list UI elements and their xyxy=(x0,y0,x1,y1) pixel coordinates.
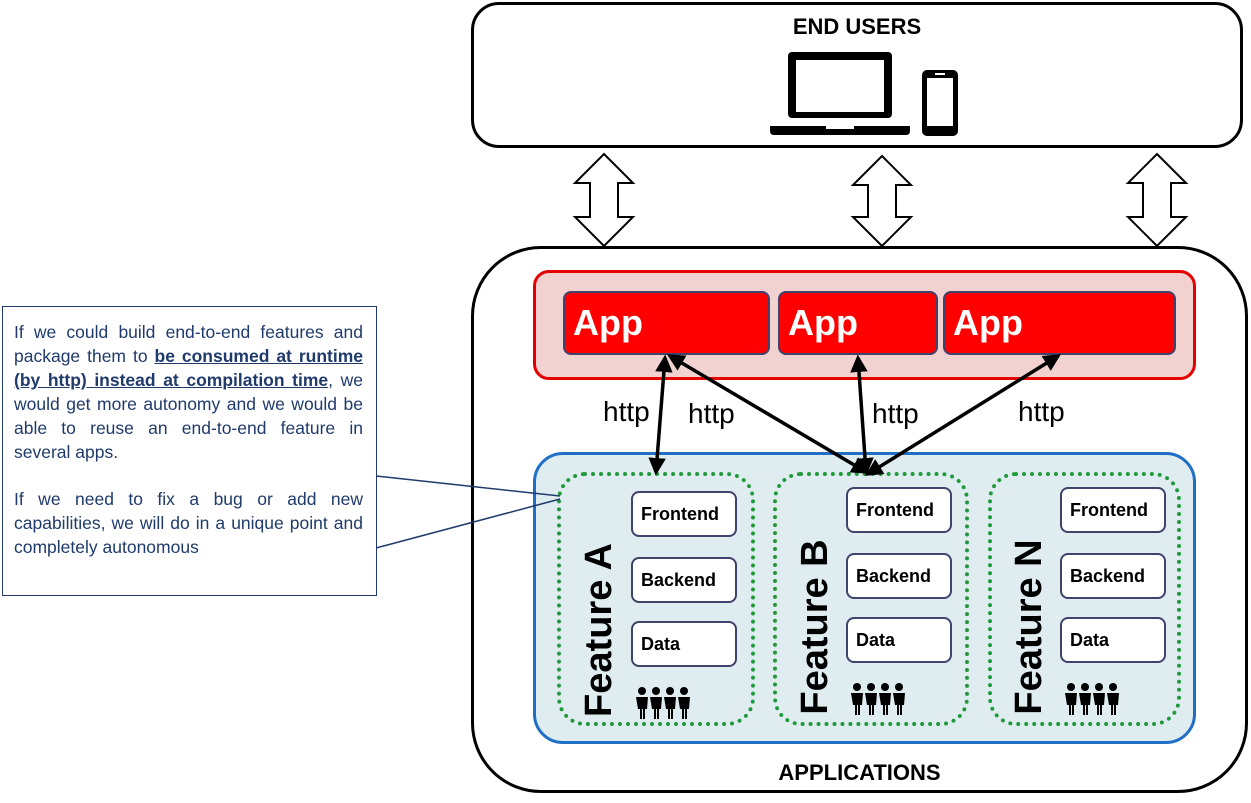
applications-title: APPLICATIONS xyxy=(778,760,941,785)
http-arrow-app2-featureB xyxy=(850,354,874,476)
layer-backend-n: Backend xyxy=(1060,553,1166,599)
layer-data-b: Data xyxy=(846,617,952,663)
layer-backend-a: Backend xyxy=(631,557,737,603)
note-paragraph-2: If we need to fix a bug or add new capab… xyxy=(14,489,363,557)
feature-box-n xyxy=(988,472,1181,726)
layer-frontend-a: Frontend xyxy=(631,491,737,537)
layer-backend-b: Backend xyxy=(846,553,952,599)
laptop-icon xyxy=(770,52,910,135)
layer-frontend-n: Frontend xyxy=(1060,487,1166,533)
http-arrow-app3-featureB xyxy=(865,354,1061,476)
callout-note-text: If we could build end-to-end features an… xyxy=(14,320,363,559)
http-label-1: http xyxy=(603,396,650,427)
http-label-4: http xyxy=(1018,396,1065,427)
app-box-2[interactable]: App xyxy=(778,291,938,355)
team-icon xyxy=(636,687,690,719)
bidirectional-arrow-left xyxy=(572,152,636,248)
http-arrow-app1-featureB xyxy=(666,354,870,474)
http-arrow-app1-featureA xyxy=(648,354,673,476)
mobile-phone-icon xyxy=(922,70,958,136)
layer-data-n: Data xyxy=(1060,617,1166,663)
bidirectional-arrow-center xyxy=(850,154,914,248)
note-emphasis: be consumed at runtime (by http) instead… xyxy=(14,346,364,390)
team-icon xyxy=(851,683,905,715)
bidirectional-arrow-right xyxy=(1125,152,1189,248)
app-box-1[interactable]: App xyxy=(563,291,770,355)
team-icon xyxy=(1065,683,1119,715)
layer-data-a: Data xyxy=(631,621,737,667)
note-paragraph-1: If we could build end-to-end features an… xyxy=(14,322,364,462)
http-label-3: http xyxy=(872,398,919,429)
end-users-title: END USERS xyxy=(792,14,922,39)
app-box-3[interactable]: App xyxy=(943,291,1176,355)
http-label-2: http xyxy=(688,398,735,429)
callout-note-box xyxy=(2,306,377,596)
layer-frontend-b: Frontend xyxy=(846,487,952,533)
